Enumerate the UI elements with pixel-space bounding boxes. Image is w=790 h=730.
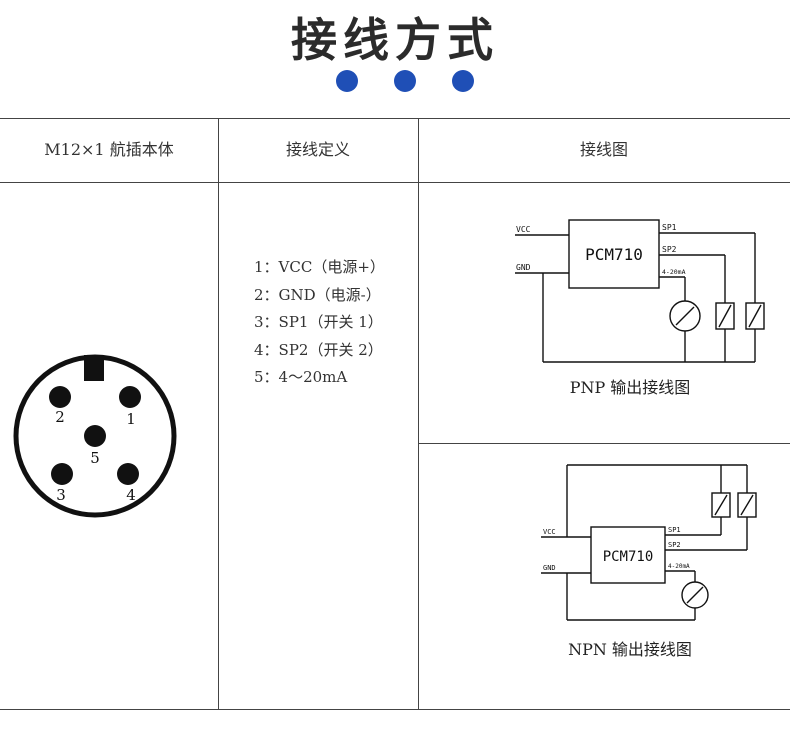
npn-sp2-label: SP2 [668, 541, 681, 549]
diagram-row-divider [418, 443, 790, 444]
decor-dot [336, 70, 358, 92]
npn-sp1-label: SP1 [668, 526, 681, 534]
header-diagram: 接线图 [579, 140, 628, 159]
connector-face-diagram: 1 2 5 3 4 [13, 354, 177, 518]
table-top-border [0, 118, 790, 119]
table-header-divider [0, 182, 790, 183]
column-divider-2 [418, 118, 419, 710]
npn-gnd-label: GND [543, 564, 556, 572]
column-divider-1 [218, 118, 219, 710]
pnp-device-box [568, 219, 660, 289]
definition-line: 3：SP1（开关 1） [254, 313, 383, 331]
pnp-wiring-diagram: PCM710 VCC GND SP1 SP2 4-20mA [515, 219, 765, 363]
pnp-device-label: PCM710 [585, 245, 643, 264]
pin-label-5: 5 [90, 449, 100, 467]
pnp-sp2-label: SP2 [662, 245, 677, 254]
connector-key [84, 355, 104, 381]
pin-definitions: 1：VCC（电源+） 2：GND（电源-） 3：SP1（开关 1） 4：SP2（… [254, 254, 385, 392]
npn-wiring-diagram: PCM710 VCC GND SP1 SP2 4-20mA [541, 464, 757, 621]
table-bottom-border [0, 709, 790, 710]
pnp-caption: PNP 输出接线图 [569, 378, 691, 397]
npn-device-box [590, 526, 666, 584]
pin-label-3: 3 [56, 486, 66, 504]
wiring-table: M12×1 航插本体 接线定义 接线图 [0, 118, 790, 710]
pnp-analog-label: 4-20mA [662, 268, 686, 276]
pin-label-4: 4 [126, 486, 136, 504]
pin-label-1: 1 [126, 410, 136, 428]
npn-analog-label: 4-20mA [668, 563, 690, 570]
title-dots [0, 70, 790, 94]
pin-1 [119, 386, 141, 408]
definition-line: 5：4～20mA [254, 368, 348, 386]
page-title: 接线方式 [291, 13, 499, 67]
pin-4 [117, 463, 139, 485]
pnp-sp1-label: SP1 [662, 223, 677, 232]
pin-5 [84, 425, 106, 447]
npn-device-label: PCM710 [603, 549, 654, 565]
header-definition: 接线定义 [285, 140, 350, 159]
pnp-vcc-label: VCC [516, 225, 531, 234]
pin-label-2: 2 [55, 408, 65, 426]
decor-dot [452, 70, 474, 92]
definition-line: 4：SP2（开关 2） [254, 340, 383, 359]
pnp-gnd-label: GND [516, 263, 531, 272]
decor-dot [394, 70, 416, 92]
definition-line: 1：VCC（电源+） [254, 258, 385, 276]
header-connector: M12×1 航插本体 [44, 140, 174, 159]
pin-3 [51, 463, 73, 485]
definition-line: 2：GND（电源-） [254, 285, 381, 304]
npn-caption: NPN 输出接线图 [568, 640, 692, 659]
npn-vcc-label: VCC [543, 528, 556, 536]
pin-2 [49, 386, 71, 408]
